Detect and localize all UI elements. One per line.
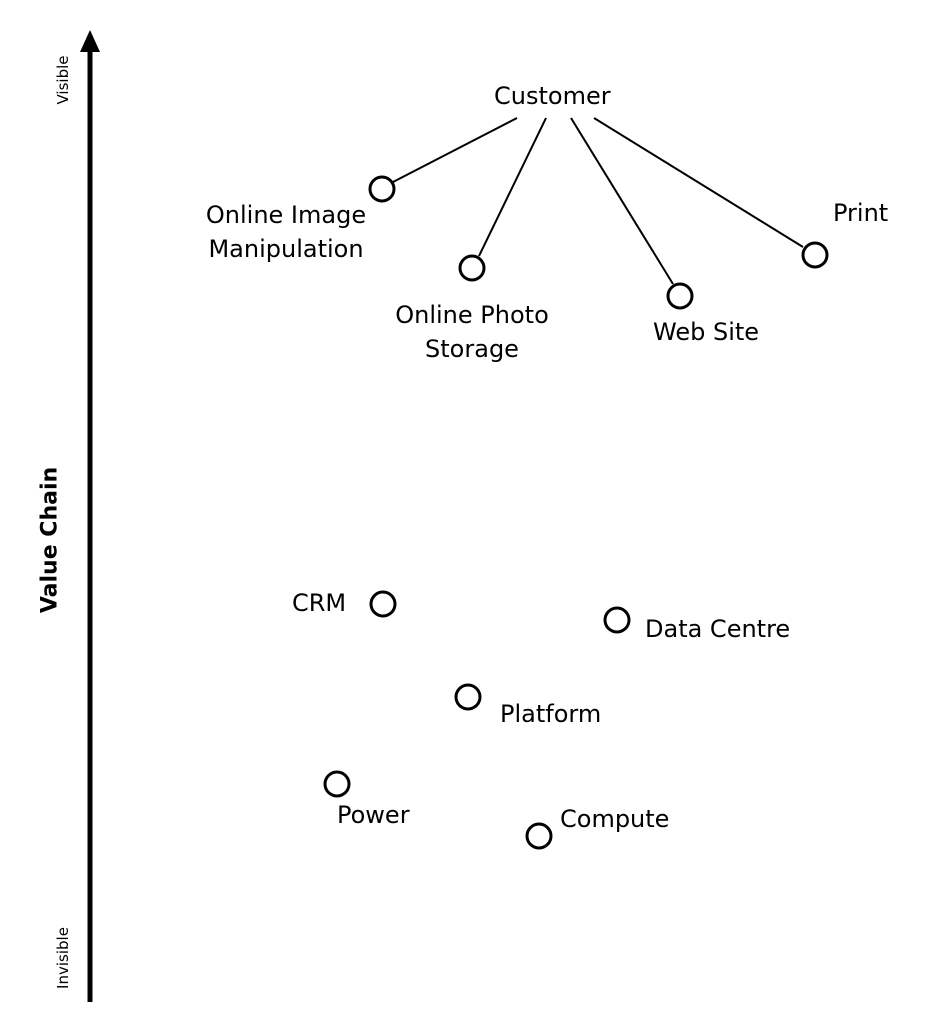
node-web-site[interactable]	[666, 282, 694, 310]
link-customer-online-photo-storage	[478, 117, 547, 257]
link-customer-print	[593, 117, 804, 248]
node-power[interactable]	[323, 770, 351, 798]
node-data-centre[interactable]	[603, 606, 631, 634]
data-centre-label: Data Centre	[645, 615, 791, 643]
axis-arrowhead-icon	[80, 30, 100, 52]
online-photo-storage-label-line-1: Online Photo	[395, 301, 549, 329]
axis-title: Value Chain	[37, 466, 63, 614]
node-online-photo-storage[interactable]	[458, 254, 486, 282]
online-image-manipulation-label-line-2: Manipulation	[208, 235, 364, 263]
web-site-label: Web Site	[653, 318, 760, 346]
axis-bottom-label: Invisible	[54, 927, 72, 989]
node-platform[interactable]	[454, 683, 482, 711]
platform-label: Platform	[500, 700, 602, 728]
compute-label: Compute	[560, 805, 670, 833]
node-compute[interactable]	[525, 822, 553, 850]
node-online-image-manipulation[interactable]	[368, 175, 396, 203]
link-customer-web-site	[570, 117, 674, 285]
power-label: Power	[337, 801, 410, 829]
axis-top-label: Visible	[54, 55, 72, 105]
print-label: Print	[833, 199, 889, 227]
node-print[interactable]	[801, 241, 829, 269]
link-customer-online-image-manipulation	[392, 117, 518, 183]
customer-label: Customer	[494, 82, 611, 110]
online-image-manipulation-label-line-1: Online Image	[205, 201, 367, 229]
crm-label: CRM	[292, 589, 347, 617]
node-crm[interactable]	[369, 590, 397, 618]
online-photo-storage-label: Online Photo Storage	[395, 298, 549, 366]
online-photo-storage-label-line-2: Storage	[425, 335, 519, 363]
online-image-manipulation-label: Online Image Manipulation	[206, 198, 366, 266]
